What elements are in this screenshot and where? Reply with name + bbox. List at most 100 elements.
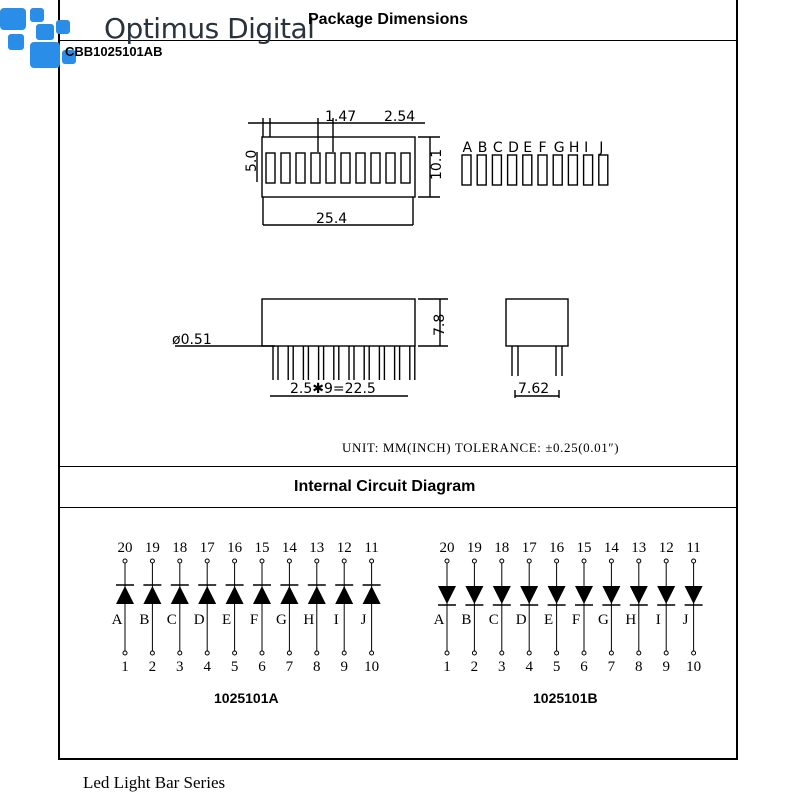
pin-terminal bbox=[663, 558, 669, 564]
pin-number-bottom: 2 bbox=[149, 659, 157, 675]
diode-symbol bbox=[198, 586, 217, 604]
variant-a-label: 1025101A bbox=[214, 690, 279, 706]
pin-number-top: 18 bbox=[172, 540, 187, 556]
pin-terminal bbox=[341, 558, 347, 564]
pin-number-top: 20 bbox=[118, 540, 133, 556]
segment-outline bbox=[552, 154, 563, 186]
circuit-variant-b: 20A119B218C317D416E515F614G713H812I911J1… bbox=[434, 540, 703, 675]
top-view-segment bbox=[385, 152, 396, 184]
dim-body-depth: 7.8 bbox=[432, 314, 448, 336]
segment-label: C bbox=[489, 612, 499, 628]
pin-terminal bbox=[581, 558, 587, 564]
pin-number-bottom: 5 bbox=[231, 659, 239, 675]
footer-series: Led Light Bar Series bbox=[83, 773, 226, 792]
pin-terminal bbox=[691, 558, 697, 564]
top-view-segment bbox=[400, 152, 411, 184]
circuit-title: Internal Circuit Diagram bbox=[294, 478, 476, 495]
segment-label: F bbox=[250, 612, 258, 628]
pin-terminal bbox=[232, 650, 238, 656]
pin-number-bottom: 6 bbox=[580, 659, 588, 675]
pin-number-top: 13 bbox=[631, 540, 646, 556]
diode-symbol bbox=[335, 586, 354, 604]
pin-number-top: 19 bbox=[145, 540, 160, 556]
segment-letter: B bbox=[478, 140, 488, 156]
pin-terminal bbox=[204, 558, 210, 564]
segment-outline bbox=[491, 154, 503, 186]
pin-terminal bbox=[581, 650, 587, 656]
segment-outline bbox=[476, 154, 487, 186]
pin-terminal bbox=[259, 558, 265, 564]
pin-terminal bbox=[499, 650, 505, 656]
segment-label: E bbox=[222, 612, 231, 628]
pin-terminal bbox=[286, 558, 292, 564]
segment-label: J bbox=[683, 612, 689, 628]
pin-terminal bbox=[608, 558, 614, 564]
segment-letter: H bbox=[569, 140, 580, 156]
segment-outline bbox=[461, 154, 472, 186]
diode-symbol bbox=[253, 586, 271, 604]
diode-symbol bbox=[520, 586, 539, 604]
pin-terminal bbox=[636, 558, 642, 564]
segment-label: D bbox=[516, 612, 527, 628]
pin-number-top: 14 bbox=[282, 540, 298, 556]
unit-tolerance-note: UNIT: MM(INCH) TOLERANCE: ±0.25(0.01″) bbox=[342, 440, 620, 455]
pin-number-bottom: 4 bbox=[203, 659, 211, 675]
diode-symbol bbox=[438, 586, 456, 604]
diode-symbol bbox=[684, 586, 703, 604]
pin-number-bottom: 6 bbox=[258, 659, 266, 675]
dim-pin-diameter: ø0.51 bbox=[172, 332, 212, 348]
pin-number-top: 13 bbox=[309, 540, 324, 556]
segment-letter: G bbox=[554, 140, 565, 156]
segment-label: I bbox=[334, 612, 339, 628]
segment-label: H bbox=[303, 612, 314, 628]
pin-terminal bbox=[122, 650, 128, 656]
diode-symbol bbox=[629, 586, 648, 604]
pin-terminal bbox=[471, 650, 477, 656]
header-divider bbox=[58, 40, 738, 41]
segment-label: F bbox=[572, 612, 580, 628]
pin-terminal bbox=[177, 558, 183, 564]
segment-label: E bbox=[544, 612, 553, 628]
segment-label: G bbox=[598, 612, 609, 628]
diode-symbol bbox=[225, 586, 244, 604]
package-drawing: 1.47 2.54 5.0 10.1 25.4 ø0.51 7.8 2.5✱9=… bbox=[172, 109, 609, 398]
segment-label: I bbox=[656, 612, 661, 628]
pin-number-bottom: 10 bbox=[686, 659, 701, 675]
section-divider bbox=[58, 466, 738, 467]
pin-number-top: 17 bbox=[522, 540, 538, 556]
segment-outline bbox=[598, 154, 609, 186]
segment-label: H bbox=[625, 612, 636, 628]
pin-terminal bbox=[608, 650, 614, 656]
pin-terminal bbox=[204, 650, 210, 656]
pin-terminal bbox=[369, 558, 375, 564]
logo-icon bbox=[0, 8, 76, 68]
pin-number-top: 11 bbox=[364, 540, 378, 556]
pin-number-bottom: 7 bbox=[286, 659, 294, 675]
pin-number-top: 18 bbox=[494, 540, 509, 556]
pin-terminal bbox=[149, 558, 155, 564]
segment-letter: D bbox=[508, 140, 519, 156]
pin-number-bottom: 3 bbox=[498, 659, 506, 675]
pin-number-top: 17 bbox=[200, 540, 216, 556]
segment-label: D bbox=[194, 612, 205, 628]
pin-number-top: 16 bbox=[227, 540, 243, 556]
pin-terminal bbox=[177, 650, 183, 656]
segment-label: C bbox=[167, 612, 177, 628]
top-view-segment bbox=[265, 152, 276, 184]
pin-number-top: 15 bbox=[577, 540, 592, 556]
pin-terminal bbox=[444, 558, 450, 564]
pin-terminal bbox=[554, 650, 560, 656]
pin-number-bottom: 5 bbox=[553, 659, 561, 675]
part-number: CBB1025101AB bbox=[65, 44, 163, 59]
pin-terminal bbox=[636, 650, 642, 656]
variant-b-label: 1025101B bbox=[533, 690, 598, 706]
diode-symbol bbox=[170, 586, 189, 604]
pin-terminal bbox=[232, 558, 238, 564]
segment-letter: A bbox=[463, 140, 473, 156]
segment-label: A bbox=[112, 612, 123, 628]
diode-symbol bbox=[362, 586, 381, 604]
pin-number-top: 12 bbox=[337, 540, 352, 556]
pin-terminal bbox=[149, 650, 155, 656]
segment-letter: F bbox=[539, 140, 547, 156]
circuit-diagram: 20A119B218C317D416E515F614G713H812I911J1… bbox=[112, 540, 703, 675]
